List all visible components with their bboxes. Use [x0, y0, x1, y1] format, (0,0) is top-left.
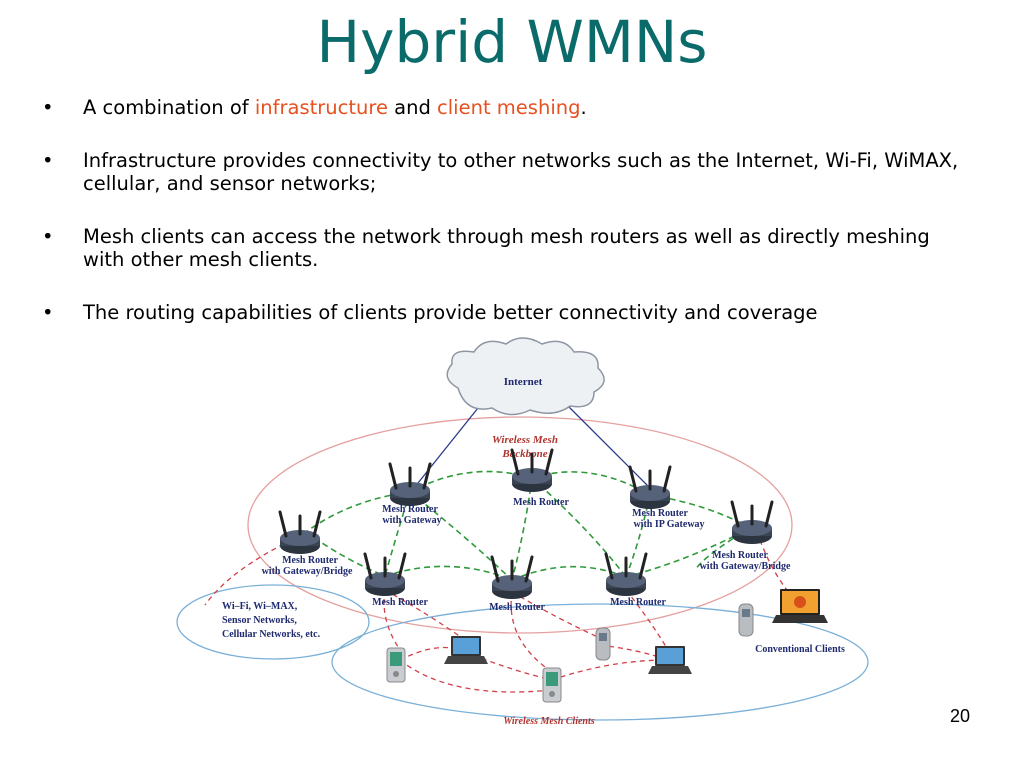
bullet-4: • The routing capabilities of clients pr… — [42, 301, 818, 324]
networks-label-l1: Wi–Fi, Wi–MAX, — [222, 601, 298, 612]
clients-ellipse — [331, 603, 869, 721]
router-bridge-right-label-l1: Mesh Router — [712, 550, 768, 561]
client-links — [204, 539, 801, 693]
router-low3-label: Mesh Router — [610, 597, 666, 608]
router-with-ip-gateway-icon — [628, 465, 672, 511]
router-top-icon — [510, 448, 554, 494]
router-top-label: Mesh Router — [513, 497, 569, 508]
bullet-dot: • — [42, 96, 54, 119]
pda-client-icon — [386, 647, 406, 683]
router-low2-icon — [490, 555, 534, 601]
router-low1-icon — [363, 552, 407, 598]
term-infrastructure: infrastructure — [254, 96, 388, 119]
laptop-client-icon — [648, 646, 692, 674]
router-bridge-right-icon — [730, 500, 774, 546]
page-number: 20 — [949, 706, 970, 726]
phone-client-icon — [738, 603, 754, 637]
router-bridge-left-label-l1: Mesh Router — [282, 555, 338, 566]
router-gateway-label-l2: with Gateway — [382, 515, 441, 526]
bullet-2: • Infrastructure provides connectivity t… — [42, 149, 959, 195]
bullet-1: • A combination of infrastructure and cl… — [42, 96, 587, 119]
mesh-links — [305, 470, 751, 581]
bullet-dot: • — [42, 149, 54, 172]
backbone-label-line1: Wireless Mesh — [492, 434, 558, 446]
networks-ellipse — [176, 584, 370, 660]
backbone-label-line2: Backbone — [501, 448, 547, 460]
networks-label-l2: Sensor Networks, — [222, 615, 297, 626]
router-ip-gateway-label-l2: with IP Gateway — [633, 519, 704, 530]
bullet-dot: • — [42, 301, 54, 324]
backbone-ellipse — [247, 416, 793, 634]
phone-client-icon — [595, 627, 611, 661]
router-low2-label: Mesh Router — [489, 602, 545, 613]
conventional-clients-label: Conventional Clients — [755, 644, 845, 655]
bullet-dot: • — [42, 225, 54, 248]
router-low1-label: Mesh Router — [372, 597, 428, 608]
router-low3-icon — [604, 552, 648, 598]
laptop-client-icon — [444, 636, 488, 664]
router-bridge-left-icon — [278, 510, 322, 556]
bullet-3: • Mesh clients can access the network th… — [42, 225, 930, 271]
router-gateway-label-l1: Mesh Router — [382, 504, 438, 515]
router-bridge-left-label-l2: with Gateway/Bridge — [262, 566, 353, 577]
wireless-mesh-clients-label: Wireless Mesh Clients — [503, 716, 594, 727]
router-ip-gateway-label-l1: Mesh Router — [632, 508, 688, 519]
internet-link-right — [559, 397, 651, 489]
internet-label: Internet — [504, 376, 543, 388]
pda-client-icon — [542, 667, 562, 703]
conventional-laptop-icon — [772, 589, 828, 623]
internet-link-left — [413, 397, 487, 489]
router-with-gateway-icon — [388, 462, 432, 508]
term-client-meshing: client meshing — [437, 96, 581, 119]
slide-title: Hybrid WMNs — [316, 8, 708, 76]
networks-label-l3: Cellular Networks, etc. — [222, 629, 321, 640]
bullet-list: • A combination of infrastructure and cl… — [40, 96, 970, 354]
router-bridge-right-label-l2: with Gateway/Bridge — [700, 561, 791, 572]
